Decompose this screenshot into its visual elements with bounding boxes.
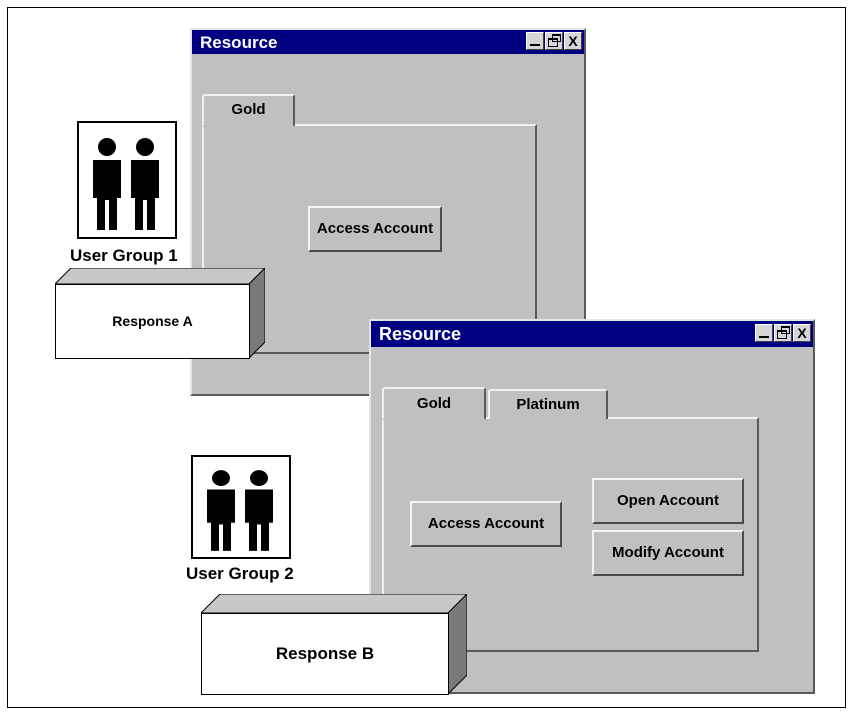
restore-icon[interactable] bbox=[774, 324, 792, 342]
response-a-label: Response A bbox=[112, 313, 193, 329]
minimize-icon[interactable] bbox=[755, 324, 773, 342]
response-b-label: Response B bbox=[275, 644, 375, 663]
tab-gold[interactable]: Gold bbox=[382, 387, 486, 420]
user-group-1-box bbox=[77, 121, 177, 239]
tab-platinum[interactable]: Platinum bbox=[488, 389, 608, 419]
tab-label: Gold bbox=[416, 395, 452, 412]
two-people-icon bbox=[93, 138, 159, 230]
user-group-2-box bbox=[191, 455, 291, 559]
user-group-1-label: User Group 1 bbox=[70, 246, 178, 265]
window-titlebar: Resource X bbox=[192, 30, 584, 54]
minimize-icon[interactable] bbox=[526, 32, 544, 50]
close-icon[interactable]: X bbox=[564, 32, 582, 50]
button-label: Access Account bbox=[427, 515, 545, 532]
access-account-button[interactable]: Access Account bbox=[410, 501, 562, 547]
two-people-icon bbox=[207, 470, 273, 551]
window-title: Resource bbox=[200, 33, 278, 52]
button-label: Access Account bbox=[316, 220, 434, 237]
tab-label: Platinum bbox=[516, 396, 580, 413]
window-titlebar: Resource X bbox=[371, 321, 813, 347]
tab-gold[interactable]: Gold bbox=[202, 94, 295, 127]
close-icon[interactable]: X bbox=[793, 324, 811, 342]
user-group-2-label: User Group 2 bbox=[186, 564, 294, 583]
access-account-button[interactable]: Access Account bbox=[308, 206, 442, 252]
restore-icon[interactable] bbox=[545, 32, 563, 50]
button-label: Open Account bbox=[617, 492, 719, 509]
tab-label: Gold bbox=[231, 101, 266, 118]
modify-account-button[interactable]: Modify Account bbox=[592, 530, 744, 576]
button-label: Modify Account bbox=[612, 544, 724, 561]
response-b-box: Response B bbox=[201, 594, 467, 696]
response-a-box: Response A bbox=[55, 268, 265, 360]
open-account-button[interactable]: Open Account bbox=[592, 478, 744, 524]
window-title: Resource bbox=[379, 324, 462, 344]
